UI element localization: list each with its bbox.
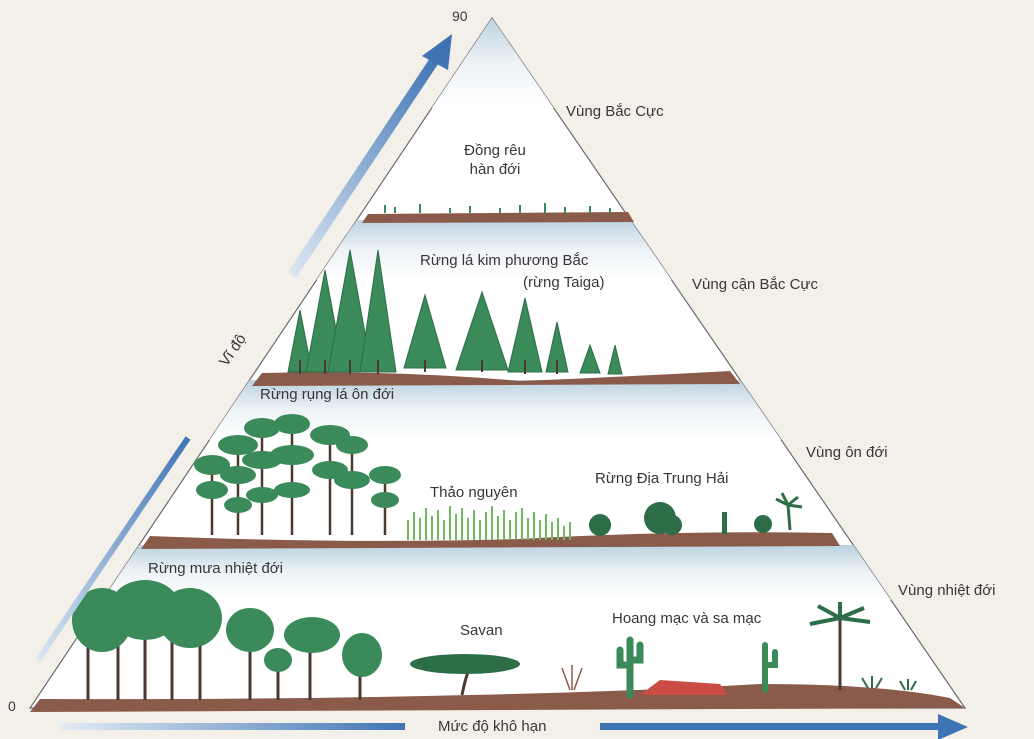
biome-savanna-label: Savan: [460, 622, 503, 641]
biome-tundra-line1: Đồng rêu: [440, 142, 550, 161]
zone-temperate-label: Vùng ôn đới: [806, 444, 888, 463]
biome-mediterranean-label: Rừng Địa Trung Hải: [595, 470, 728, 489]
biome-tundra-line2: hàn đới: [440, 161, 550, 180]
biome-steppe-label: Thảo nguyên: [430, 484, 518, 503]
zone-subarctic-label: Vùng cận Bắc Cực: [692, 276, 818, 295]
biome-rainforest-label: Rừng mưa nhiệt đới: [148, 560, 283, 579]
biome-deciduous-label: Rừng rụng lá ôn đới: [260, 386, 394, 405]
biome-tundra-label: Đồng rêu hàn đới: [440, 142, 550, 180]
latitude-min-label: 0: [8, 698, 16, 714]
zone-tropical-label: Vùng nhiệt đới: [898, 582, 995, 601]
biome-taiga-label-line2: (rừng Taiga): [523, 274, 604, 293]
dryness-axis-label: Mức độ khô hạn: [438, 718, 546, 737]
biome-desert-label: Hoang mạc và sa mạc: [612, 610, 761, 629]
latitude-max-label: 90: [452, 8, 468, 24]
biome-taiga-label-line1: Rừng lá kim phương Bắc: [420, 252, 588, 271]
zone-arctic-label: Vùng Bắc Cực: [566, 103, 664, 122]
